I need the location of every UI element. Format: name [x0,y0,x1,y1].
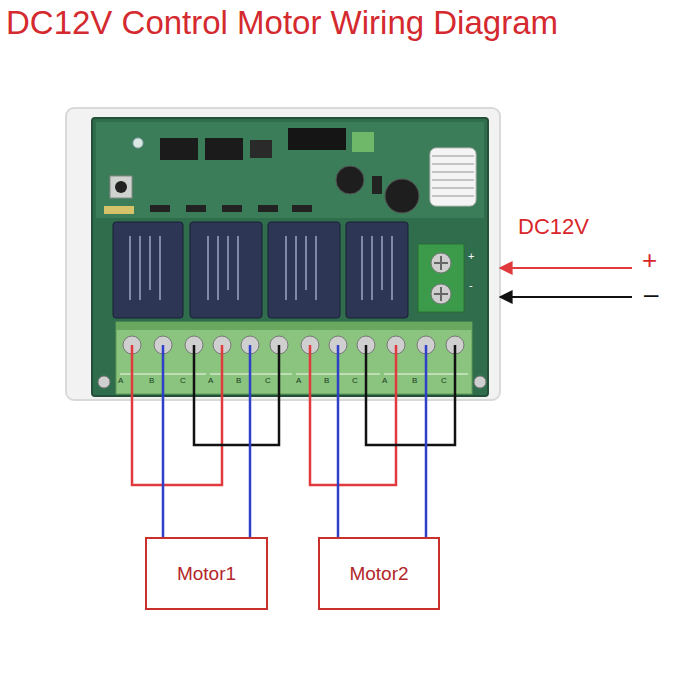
board-polarity-mark: - [469,279,473,292]
terminal-pin-name: A [381,376,388,385]
red-wire [132,345,222,485]
push-button [110,176,132,198]
blue-wire [162,345,165,537]
diode [186,205,206,212]
pcb-top-area [96,122,484,218]
antenna-coil [430,148,476,206]
terminal-pin-name: A [207,376,214,385]
polarity-sign: + [642,246,657,276]
motor-name: Motor2 [349,563,408,585]
screw-slot [434,256,448,270]
black-wire [366,345,455,445]
board-polarity-mark: + [468,250,474,263]
screw-row [123,336,464,354]
terminal-pin-name: B [411,376,418,385]
blue-wire [425,345,428,537]
ic-chip [250,140,272,158]
terminal-pin-name: A [117,376,124,385]
led [133,138,143,148]
black-wire [194,345,279,445]
capacitor [336,166,364,194]
screw [431,284,451,304]
coil-windings [432,156,474,196]
ic-chip [160,138,198,160]
mount-screw [98,376,110,388]
capacitor [385,179,419,213]
terminal-pin-name: C [179,376,187,385]
push-button-cap [115,181,127,193]
terminal-pin-name: B [323,376,330,385]
relay [346,222,408,318]
terminal-pin-name: B [235,376,242,385]
diode [292,205,312,212]
terminal-pin-name: C [351,376,359,385]
terminal-pin-name: B [148,376,155,385]
relay [190,222,262,318]
terminal-strip-edge [116,322,472,330]
jumper [104,206,134,214]
blue-wire [337,345,340,537]
blue-wire [249,345,252,537]
terminal-pin-name: A [295,376,302,385]
pcb-board [92,118,488,396]
screw-slot [434,287,448,301]
silkscreen-bracket [120,374,468,375]
trimmer [352,132,374,152]
screw [431,253,451,273]
relay [268,222,340,318]
diode [150,205,170,212]
terminal-pin-name: C [264,376,272,385]
polarity-sign: – [644,280,658,310]
motor-box: Motor1 [145,537,268,610]
pin-header [288,128,346,150]
mount-screw [474,376,486,388]
power-arrow [500,296,632,298]
relay [113,222,183,318]
ic-chip [205,138,243,160]
motor-name: Motor1 [177,563,236,585]
terminal-strip [116,322,472,394]
relay-marking [130,236,392,300]
diode [258,205,278,212]
diagram-title: DC12V Control Motor Wiring Diagram [6,4,558,42]
motor-box: Motor2 [318,537,440,610]
power-arrow [500,267,632,269]
transistor [372,176,382,194]
power-terminal [418,244,464,312]
diode [222,205,242,212]
supply-voltage-label: DC12V [518,214,589,239]
red-wire [310,345,396,485]
terminal-pin-name: C [440,376,448,385]
